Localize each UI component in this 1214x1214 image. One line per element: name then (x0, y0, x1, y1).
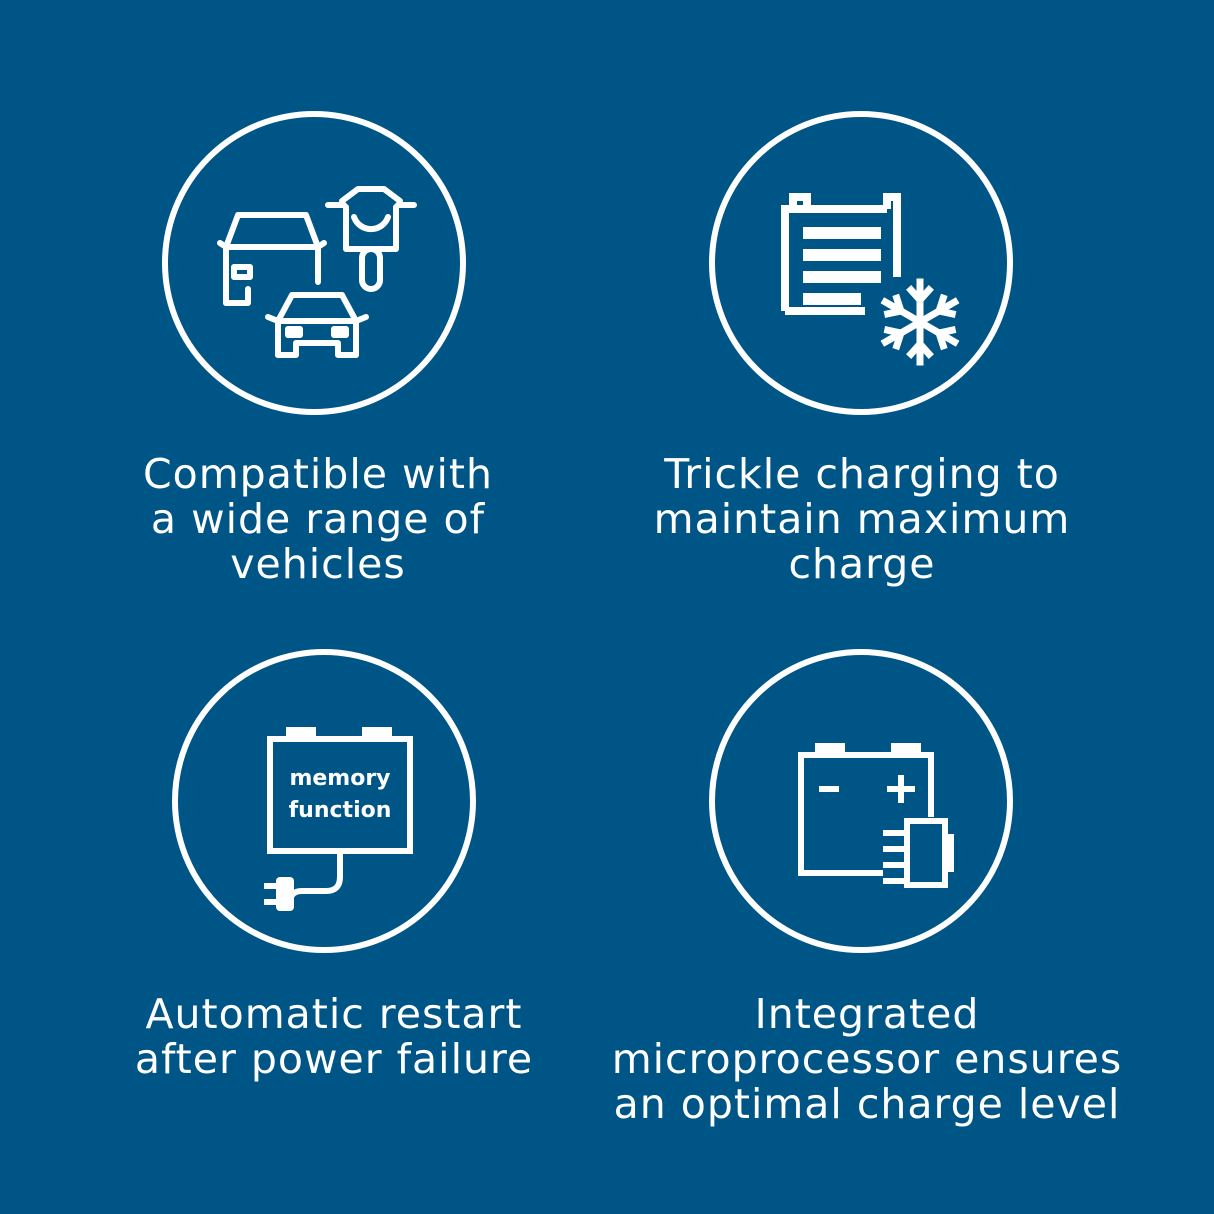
caption-line: vehicles (230, 540, 406, 588)
feature-caption: Compatible with a wide range of vehicles (118, 452, 518, 587)
battery-plug-icon-circle: memory function (172, 649, 476, 953)
battery-snowflake-icon-circle (709, 111, 1013, 415)
battery-microchip-icon (798, 743, 954, 888)
caption-line: Integrated (754, 990, 980, 1038)
icon-text-line: memory (289, 766, 390, 791)
caption-line: Trickle charging to (664, 450, 1060, 498)
icon-text-line: function (289, 798, 392, 823)
vehicles-icon-circle (162, 111, 466, 415)
caption-line: charge (788, 540, 936, 588)
feature-caption: Trickle charging to maintain maximum cha… (647, 452, 1077, 587)
battery-snowflake-icon (781, 193, 960, 366)
feature-caption: Integrated microprocessor ensures an opt… (597, 992, 1137, 1127)
caption-line: Automatic restart (145, 990, 523, 1038)
feature-caption: Automatic restart after power failure (114, 992, 554, 1082)
vehicles-icon (217, 186, 417, 358)
caption-line: after power failure (134, 1035, 534, 1083)
caption-line: maintain maximum (653, 495, 1071, 543)
caption-line: microprocessor ensures (611, 1035, 1123, 1083)
caption-line: a wide range of (150, 495, 486, 543)
caption-line: Compatible with (143, 450, 493, 498)
battery-microchip-icon-circle (709, 649, 1013, 953)
caption-line: an optimal charge level (613, 1080, 1121, 1128)
battery-plug-icon: memory function (264, 727, 413, 911)
